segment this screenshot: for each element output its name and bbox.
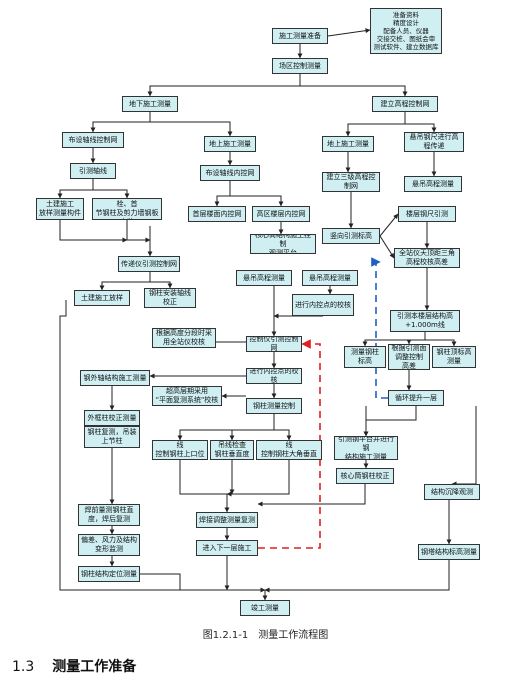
node-earth: 土建施工 放样测量构件 bbox=[36, 198, 84, 220]
connector bbox=[257, 484, 366, 507]
connector bbox=[264, 560, 450, 593]
node-total-station: 全站仪天顶距三角 高程校核高差 bbox=[394, 248, 460, 268]
node-elev-net: 建立三级高程控制网 bbox=[322, 172, 380, 192]
connector bbox=[230, 195, 284, 207]
node-elev-coord: 根据高度分段时采 用全站仪校核 bbox=[152, 328, 216, 348]
node-unit-check: 钢柱测量控制 bbox=[246, 398, 302, 414]
node-ground-net: 首层楼面内控网 bbox=[188, 206, 246, 222]
node-measure-steel: 测量钢柱 标高 bbox=[344, 346, 386, 368]
node-steel-embed: 钢结构施工柱脚螺栓、首 节钢柱及剪力墙钢板安装 bbox=[92, 198, 162, 220]
section-heading: 1.3 测量工作准备 bbox=[12, 656, 136, 676]
node-sub-c: 引测两向光线控制线 控制钢柱大角垂直度 bbox=[256, 440, 322, 460]
node-axis-net: 布设轴线内控网 bbox=[200, 165, 260, 181]
node-above: 地上施工测量 bbox=[204, 136, 256, 152]
loop-arrow-red bbox=[258, 339, 321, 549]
connector bbox=[126, 220, 151, 243]
node-weld-check: 焊接调整测量复测 bbox=[196, 512, 258, 528]
section-title: 测量工作准备 bbox=[52, 659, 137, 675]
connector bbox=[362, 332, 426, 347]
node-top-elev: 钢柱顶标高 测量 bbox=[432, 346, 476, 368]
connector bbox=[214, 181, 231, 207]
connector bbox=[59, 220, 128, 243]
connector bbox=[177, 414, 275, 441]
node-struct-check: 结构沉降观测 bbox=[424, 484, 480, 500]
node-steel-adjust: 根据引测面 调整控制 高差 bbox=[388, 344, 430, 370]
connector bbox=[150, 121, 233, 137]
node-interior: 进行内控点的校核 bbox=[246, 368, 302, 384]
connector bbox=[425, 339, 457, 347]
node-above-elev: 地上施工测量 bbox=[322, 136, 374, 152]
node-verify: 偏差、风力及结构 变形监测 bbox=[78, 534, 140, 556]
node-base-elev: 引测本楼层结构高 +1.000m线 bbox=[390, 310, 460, 332]
node-control-net: 控制仪引测控制网 bbox=[246, 336, 302, 352]
connector bbox=[405, 123, 437, 133]
node-axis-ctrl: 布设轴线控制网 bbox=[62, 132, 124, 148]
node-civil-layout: 土建施工放样 bbox=[74, 290, 130, 306]
node-interior-plan: 进行内控点的校核 bbox=[292, 294, 354, 316]
connector bbox=[147, 74, 301, 97]
node-steel-high: 钢塔结构标高测量 bbox=[418, 544, 480, 560]
node-plat-check: 核心筒钢柱校正 bbox=[336, 468, 394, 484]
node-finish: 竣工测量 bbox=[240, 600, 290, 616]
node-steel-trans: 悬吊钢尺进行高程传递 bbox=[404, 132, 464, 152]
node-steel-beam: 钢柱复测，吊装 上节柱 bbox=[84, 426, 140, 448]
node-up-layer: 进入下一层施工 bbox=[196, 540, 258, 556]
node-vertical: 竖向引测标高 bbox=[322, 228, 380, 244]
node-complete-ctrl: 钢柱结构定位测量 bbox=[78, 566, 140, 582]
node-weld: 焊前量测钢柱直 度，焊后复测 bbox=[78, 504, 140, 526]
connector bbox=[150, 281, 173, 289]
node-steel-const: 钢外轴结构施工测量 bbox=[80, 370, 150, 386]
connector bbox=[99, 272, 151, 291]
node-under: 地下施工测量 bbox=[122, 96, 178, 112]
connector bbox=[179, 460, 230, 513]
connector bbox=[363, 406, 417, 437]
node-start: 施工测量准备 bbox=[272, 28, 328, 44]
node-super: 建立高程控制网 bbox=[372, 96, 438, 112]
connector bbox=[300, 85, 408, 97]
node-sub-a: 指导仪引测控制线 控制钢柱上口位置 bbox=[152, 440, 208, 460]
section-number: 1.3 bbox=[12, 659, 35, 675]
loop-arrow-blue bbox=[371, 257, 388, 399]
connector bbox=[379, 235, 395, 259]
node-elev-measure: 悬吊高程测量 bbox=[404, 176, 462, 192]
node-sub-d: 引测钢平台并进行钢 结构施工测量 bbox=[334, 436, 398, 460]
node-lead: 引测轴线 bbox=[70, 163, 116, 179]
node-prep-note: 准备资料 精度设计 配备人员、仪器 交接交桩、图纸会审 测试软件、建立数据库 bbox=[370, 8, 442, 54]
node-steel-col: 钢柱安装轴线 校正 bbox=[144, 288, 196, 308]
connector bbox=[140, 573, 268, 601]
connector bbox=[59, 300, 266, 593]
connector bbox=[229, 429, 274, 441]
connector bbox=[226, 460, 290, 497]
node-elev-measure-a: 悬吊高程测量 bbox=[236, 270, 292, 286]
node-ext-ctrl: 外框柱校正测量 bbox=[84, 410, 140, 426]
figure-caption: 图1.2.1-1 测量工作流程图 bbox=[202, 630, 329, 641]
connector bbox=[345, 112, 406, 137]
node-elev-measure-b: 悬吊高程测量 bbox=[302, 270, 358, 286]
connector bbox=[90, 112, 151, 133]
node-high-adjust: 超高层期采用 "平面复测系统"校核 bbox=[152, 386, 222, 406]
node-site-ctrl: 场区控制测量 bbox=[272, 58, 328, 74]
node-high-net: 高区楼层内控网 bbox=[252, 206, 310, 222]
connector bbox=[379, 213, 399, 237]
connector bbox=[327, 28, 371, 37]
node-core: 核心筒结构施工控制 观测平台 bbox=[250, 234, 316, 254]
connector bbox=[57, 179, 94, 199]
node-sub-b: 吊线检查 钢柱垂直度 bbox=[210, 440, 254, 460]
node-recheck: 循环提升一层 bbox=[388, 390, 444, 406]
connector bbox=[451, 406, 477, 487]
node-control-trans: 传递仪引测控制网 bbox=[118, 256, 180, 272]
node-floor-ref: 楼层钢尺引测 bbox=[398, 206, 456, 222]
connector bbox=[274, 429, 292, 441]
connector bbox=[93, 189, 130, 199]
